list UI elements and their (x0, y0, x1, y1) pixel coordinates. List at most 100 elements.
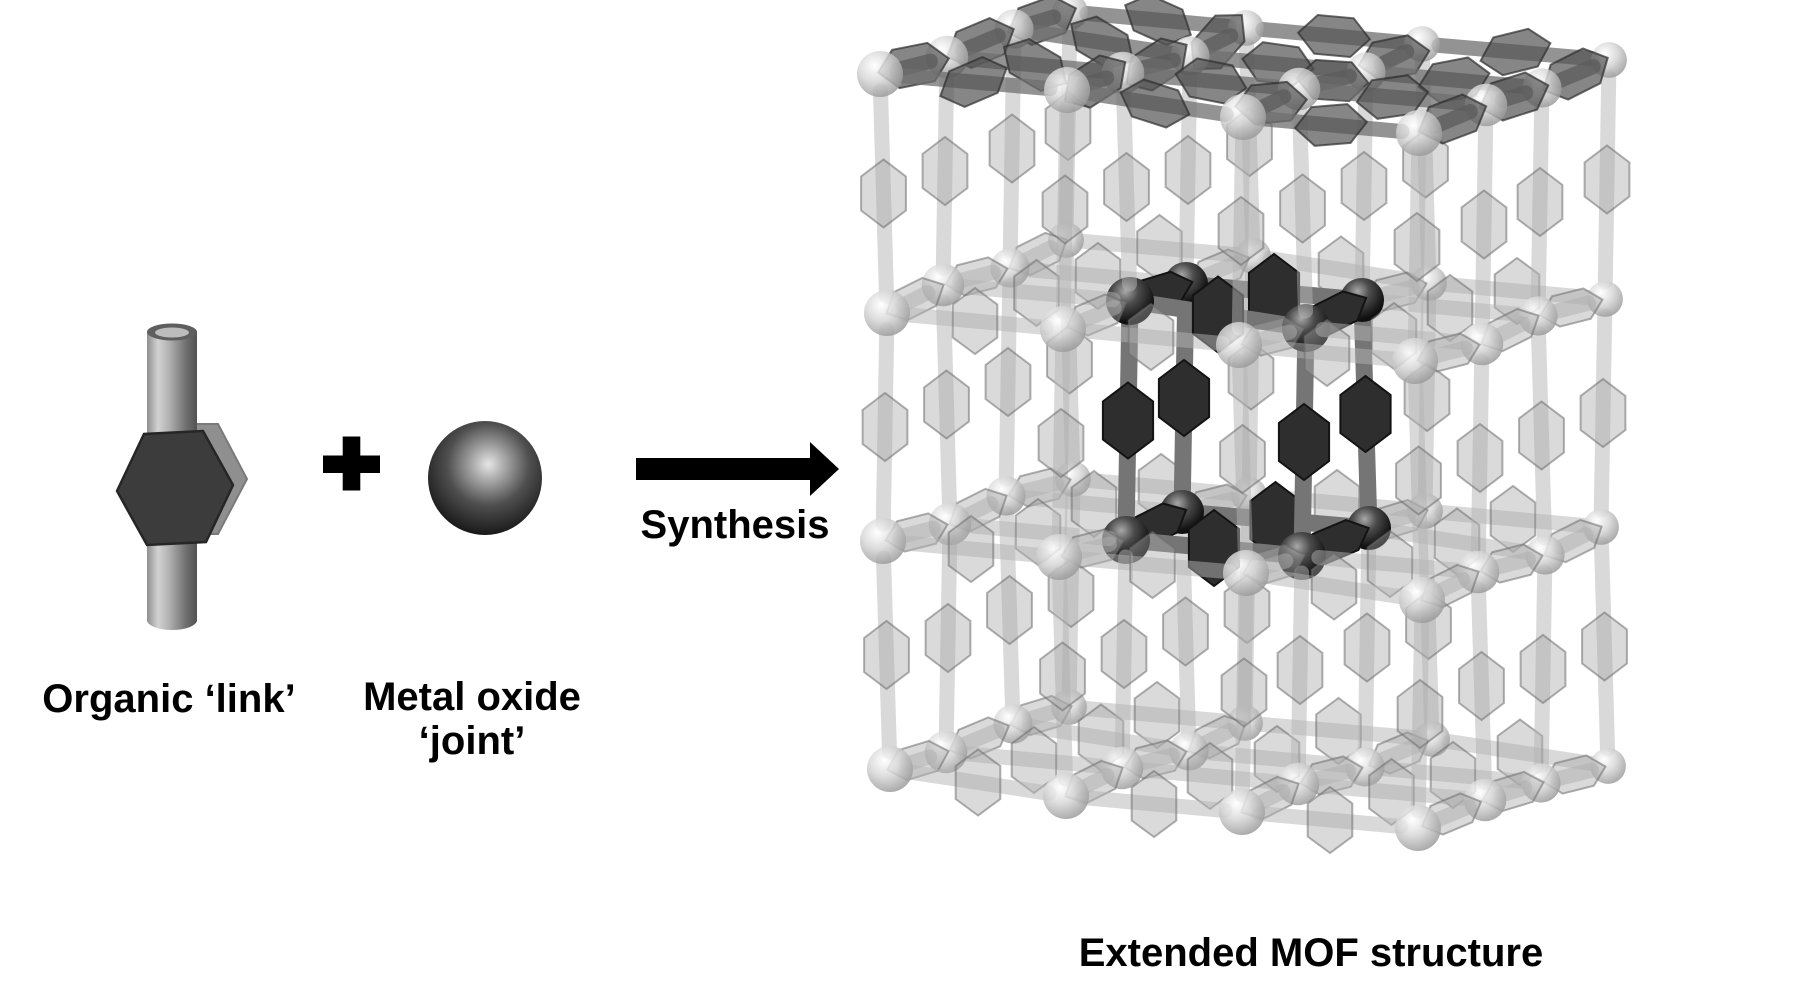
lattice-link-rod (1231, 126, 1251, 336)
lattice-link-hexagon-linker (1579, 377, 1627, 449)
lattice-link-rod (1531, 325, 1552, 546)
arrow-right-icon (636, 442, 839, 496)
lattice-link-rod (1131, 762, 1289, 790)
lattice-link-rod (1248, 339, 1406, 367)
lattice-link-hexagon-linker (1458, 650, 1505, 722)
lattice-link-hexagon-linker (1162, 596, 1209, 667)
plus-icon (323, 436, 380, 491)
lattice-link-rod (936, 294, 957, 515)
lattice-link-rod (1593, 308, 1613, 518)
lattice-link-hexagon-linker (1456, 422, 1504, 494)
lattice-link-hexagon-linker (1041, 174, 1089, 245)
lattice-link-rod (1075, 233, 1244, 263)
lattice-link-hexagon-linker (1279, 173, 1326, 244)
lattice-link-rod (959, 518, 1117, 546)
lattice-link-hexagon-linker (1395, 445, 1442, 516)
lattice-metal-joint (1395, 805, 1441, 851)
lattice-metal-joint (1216, 322, 1262, 368)
highlight-metal-joint (1282, 304, 1330, 352)
lattice-metal-joint (1036, 534, 1082, 580)
highlighted-unit-cell (1101, 252, 1392, 588)
lattice-link-rod (1254, 716, 1423, 746)
lattice-link-rod (1255, 568, 1413, 605)
lattice-link-rod (1131, 747, 1180, 772)
metal-oxide-sphere (428, 421, 542, 535)
lattice-link-rod (957, 496, 999, 524)
lattice-metal-joint (864, 290, 910, 336)
lattice-metal-joint (928, 502, 972, 546)
organic-link-figure (115, 323, 249, 630)
lattice-metal-joint (1392, 338, 1438, 384)
lattice-link-rod (896, 307, 1054, 335)
link-rod-bottom (147, 610, 197, 630)
lattice-link-rod (1021, 704, 1061, 727)
lattice-link-rod (1082, 473, 1240, 501)
lattice-link-rod (954, 723, 1005, 753)
lattice-link-hexagon-linker (1103, 151, 1150, 223)
lattice-link-hexagon-linker (1100, 618, 1148, 690)
lattice-metal-joint (990, 248, 1030, 288)
lattice-link-hexagon-linker (1460, 189, 1508, 260)
lattice-metal-joint (1399, 577, 1445, 623)
metal-oxide-label-line1: Metal oxide (363, 675, 581, 719)
organic-link-label: Organic ‘link’ (42, 677, 296, 721)
lattice-metal-joint (867, 746, 913, 792)
lattice-link-hexagon-linker (1130, 769, 1178, 839)
lattice-link-hexagon-linker (863, 619, 910, 691)
lattice-link-hexagon-linker (1519, 633, 1567, 705)
lattice-link-hexagon-linker (1343, 612, 1391, 683)
lattice-link-rod (892, 535, 1050, 563)
lattice-link-hexagon-linker (1164, 134, 1212, 206)
metal-oxide-label-line2: ‘joint’ (418, 719, 526, 763)
highlight-link-hexagon-linker (1277, 402, 1331, 482)
lattice-link-hexagon-linker (1489, 484, 1537, 554)
lattice-link-rod (1315, 322, 1473, 350)
lattice-metal-joint (1220, 94, 1266, 140)
lattice-link-rod (1194, 255, 1245, 285)
lattice-link-hexagon-linker (1133, 680, 1181, 750)
lattice-link-rod (1051, 338, 1071, 548)
lattice-link-hexagon-linker (951, 286, 999, 356)
lattice-link-hexagon-linker (1396, 678, 1444, 750)
lattice-link-hexagon-linker (1119, 78, 1191, 129)
lattice-link-hexagon-linker (1310, 552, 1358, 621)
lattice-link-rod (899, 764, 1057, 801)
lattice-link-rod (1550, 762, 1599, 787)
lattice-metal-joint (1169, 731, 1209, 771)
lattice-link-rod (1410, 609, 1430, 819)
lattice-link-hexagon-linker (1293, 103, 1369, 147)
lattice-metal-joint (860, 518, 906, 564)
lattice-link-rod (1530, 97, 1550, 307)
lattice-link-rod (1594, 536, 1615, 757)
lattice-metal-joint (1525, 535, 1565, 575)
lattice-metal-joint (1587, 281, 1623, 317)
lattice-link-hexagon-linker (939, 56, 1008, 108)
lattice-link-hexagon-linker (947, 514, 995, 584)
lattice-link-hexagon-linker (921, 135, 969, 207)
lattice-link-rod (873, 83, 894, 304)
lattice-link-rod (1408, 370, 1429, 591)
lattice-link-hexagon-linker (924, 602, 972, 674)
lattice-link-rod (876, 550, 897, 760)
lattice-link-rod (1487, 551, 1536, 576)
lattice-link-rod (1474, 114, 1494, 335)
lattice-link-hexagon-linker (1123, 0, 1193, 47)
synthesis-label: Synthesis (640, 503, 830, 547)
lattice-link-hexagon-linker (1393, 211, 1441, 283)
mof-lattice (857, 0, 1631, 855)
lattice-metal-joint (1521, 763, 1561, 803)
lattice-link-hexagon-linker (1303, 318, 1351, 388)
lattice-link-rod (1116, 82, 1137, 292)
lattice-link-hexagon-linker (1127, 302, 1175, 372)
lattice-link-hexagon-linker (986, 574, 1033, 646)
lattice-link-rod (1471, 581, 1492, 791)
lattice-link-rod (1290, 565, 1310, 775)
lattice-metal-joint (1345, 747, 1385, 787)
lattice-link-rod (1052, 566, 1073, 787)
lattice-link-hexagon-linker (1037, 407, 1085, 479)
lattice-link-rod (1196, 723, 1238, 751)
highlight-metal-joint (1102, 516, 1150, 564)
lattice-link-rod (1232, 354, 1253, 564)
lattice-link-rod (1068, 550, 1237, 580)
